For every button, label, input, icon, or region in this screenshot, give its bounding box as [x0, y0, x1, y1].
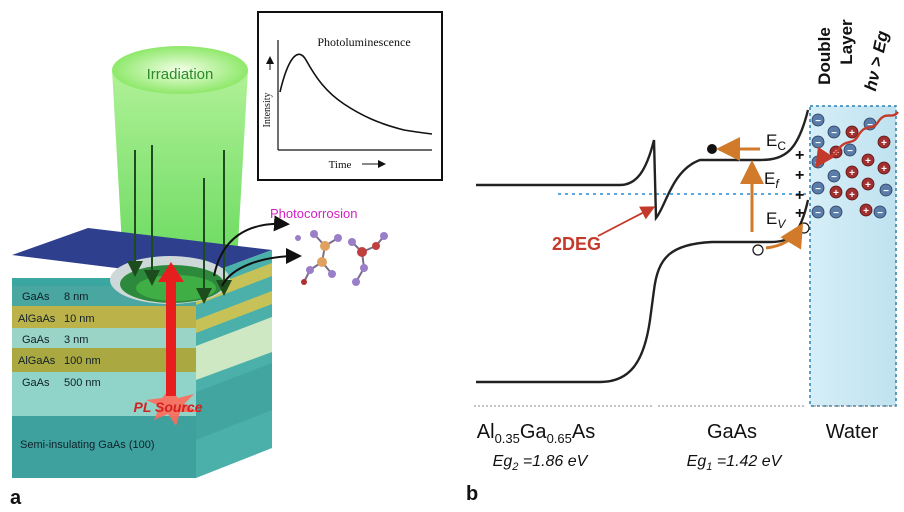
layer-4-material: AlGaAs	[18, 355, 56, 367]
substrate-label: Semi-insulating GaAs (100)	[20, 439, 155, 451]
ef-label: Ef	[764, 169, 780, 191]
layer-1-thickness: 8 nm	[64, 291, 88, 303]
algaas-region-label: Al0.35Ga0.65As	[477, 421, 595, 446]
svg-text:−: −	[847, 146, 853, 157]
svg-text:−: −	[867, 120, 873, 131]
photocorrosion-arrow-2	[221, 248, 302, 287]
panel-a-label: a	[10, 487, 22, 509]
photon-energy-label: hν > Eg	[861, 28, 892, 92]
panel-b: EC Ef EV + + + + −−− −−− −−− −−−	[466, 19, 899, 505]
beam-top	[112, 46, 248, 94]
inset-ylabel: Intensity	[262, 93, 273, 128]
inset-xlabel: Time	[329, 159, 352, 171]
corrosion-molecules	[295, 230, 388, 286]
gaas-region-label: GaAs	[707, 421, 757, 443]
svg-text:−: −	[883, 186, 889, 197]
inset-title: Photoluminescence	[317, 35, 410, 49]
irradiation-label: Irradiation	[147, 66, 214, 83]
svg-text:+: +	[849, 128, 855, 139]
svg-text:−: −	[831, 128, 837, 139]
layer-1-material: GaAs	[22, 291, 50, 303]
pl-source-label: PL Source	[134, 399, 203, 415]
pl-arrow-shaft	[166, 280, 176, 396]
ec-label: EC	[766, 131, 786, 153]
pl-arrow-head	[158, 262, 184, 282]
hole-transfer-arrow	[765, 222, 804, 250]
layer-4-thickness: 100 nm	[64, 355, 101, 367]
svg-text:+: +	[865, 156, 871, 167]
svg-text:+: +	[849, 168, 855, 179]
svg-text:−: −	[877, 208, 883, 219]
hole	[752, 244, 764, 256]
eg2-label: Eg2 =1.86 eV	[493, 453, 589, 473]
plus-charge-2: +	[795, 167, 804, 184]
svg-text:+: +	[833, 188, 839, 199]
eg1-label: Eg1 =1.42 eV	[687, 453, 783, 473]
svg-text:−: −	[831, 172, 837, 183]
layer-3-thickness: 3 nm	[64, 334, 88, 346]
panel-b-label: b	[466, 483, 478, 505]
layer-2-material: AlGaAs	[18, 313, 56, 325]
svg-text:−: −	[833, 208, 839, 219]
layer-3-material: GaAs	[22, 334, 50, 346]
plus-charge-1: +	[795, 147, 804, 164]
water-region-label: Water	[826, 421, 879, 443]
photocorrosion-label: Photocorrosion	[270, 206, 357, 221]
ev-label: EV	[766, 209, 786, 231]
svg-text:−: −	[815, 208, 821, 219]
electron	[707, 144, 717, 154]
svg-text:+: +	[881, 164, 887, 175]
pl-decay-curve	[279, 53, 433, 135]
hole-interface	[798, 222, 810, 234]
photon-arrow	[815, 111, 899, 168]
layer-5-thickness: 500 nm	[64, 377, 101, 389]
svg-text:−: −	[815, 184, 821, 195]
photocorrosion-arrow-1	[213, 215, 290, 277]
twodeg-label: 2DEG	[552, 234, 601, 254]
svg-text:−: −	[815, 116, 821, 127]
double-label: Double	[815, 27, 834, 85]
svg-text:+: +	[881, 138, 887, 149]
svg-text:+: +	[849, 190, 855, 201]
layer-5-material: GaAs	[22, 377, 50, 389]
svg-text:−: −	[815, 138, 821, 149]
twodeg-arrow	[597, 206, 656, 237]
irradiation-beam	[112, 70, 248, 280]
pl-source-burst	[146, 388, 198, 426]
plus-charge-4: +	[795, 205, 804, 222]
panel-a: Irradiation GaAs 8 nm AlGaAs 10 nm GaAs …	[10, 11, 443, 509]
layer-2-thickness: 10 nm	[64, 313, 95, 325]
svg-text:+: +	[863, 206, 869, 217]
valence-band	[476, 199, 810, 384]
pl-inset: Photoluminescence Intensity Time	[257, 11, 443, 181]
inset-frame	[257, 11, 443, 181]
svg-text:+: +	[865, 180, 871, 191]
layer-label: Layer	[837, 19, 856, 65]
conduction-band	[476, 109, 810, 222]
plus-charge-3: +	[795, 187, 804, 204]
